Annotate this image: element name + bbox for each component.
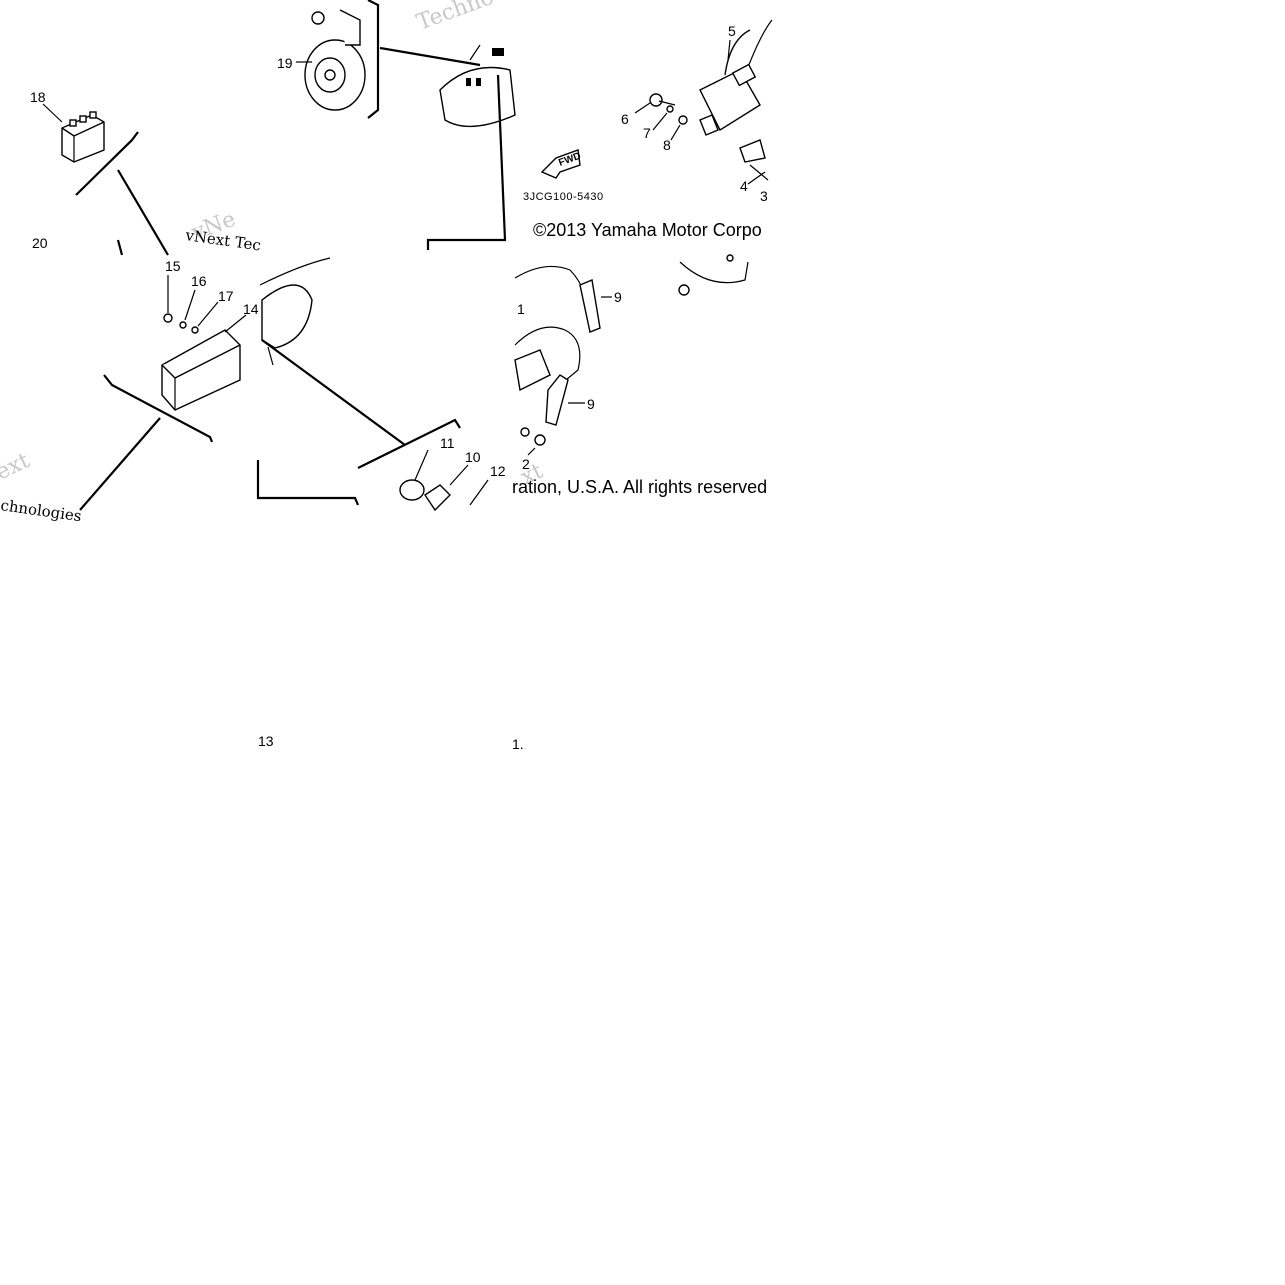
- callout-18: 18: [30, 89, 46, 105]
- spark-plug-leads-part-9: [514, 254, 749, 456]
- callout-10: 10: [465, 449, 481, 465]
- callout-3: 3: [760, 188, 768, 204]
- callout-1: 1: [517, 301, 525, 317]
- relay-part-18: [42, 103, 169, 256]
- drawing-code: 3JCG100-5430: [523, 191, 604, 203]
- callout-4: 4: [740, 178, 748, 194]
- callout-17: 17: [218, 288, 234, 304]
- callout-9b: 9: [587, 396, 595, 412]
- cdi-unit-part-14: [79, 239, 247, 511]
- callouts: 5 6 7 8 4 3 18 19 20 15 16 17 14 9 9 1 2…: [30, 23, 768, 752]
- callout-20: 20: [32, 235, 48, 251]
- callout-7: 7: [643, 125, 651, 141]
- callout-8: 8: [663, 137, 671, 153]
- callout-16: 16: [191, 273, 207, 289]
- copyright-line-1: ©2013 Yamaha Motor Corpo: [533, 220, 762, 240]
- ignition-coil-part-5: [634, 19, 773, 185]
- callout-5: 5: [728, 23, 736, 39]
- callout-19: 19: [277, 55, 293, 71]
- copyright-line-2: ration, U.S.A. All rights reserved: [512, 477, 767, 497]
- callout-2: 2: [522, 456, 530, 472]
- watermark-text: vNext Tec: [183, 226, 262, 255]
- component-assembly: [426, 44, 516, 250]
- callout-9a: 9: [614, 289, 622, 305]
- fwd-arrow: FWD: [540, 149, 582, 179]
- callout-11: 11: [440, 435, 455, 451]
- callout-14: 14: [243, 301, 259, 317]
- watermark-text: Techno: [414, 0, 498, 36]
- callout-12: 12: [490, 463, 506, 479]
- callout-6: 6: [621, 111, 629, 127]
- callout-13: 13: [258, 733, 274, 749]
- horn-part-19: [296, 0, 481, 119]
- callout-15: 15: [165, 258, 181, 274]
- watermark-text: ext: [0, 448, 34, 485]
- callout-1b: 1.: [512, 736, 524, 752]
- watermark-text: chnologies: [0, 496, 83, 525]
- stator-assembly: [256, 257, 489, 512]
